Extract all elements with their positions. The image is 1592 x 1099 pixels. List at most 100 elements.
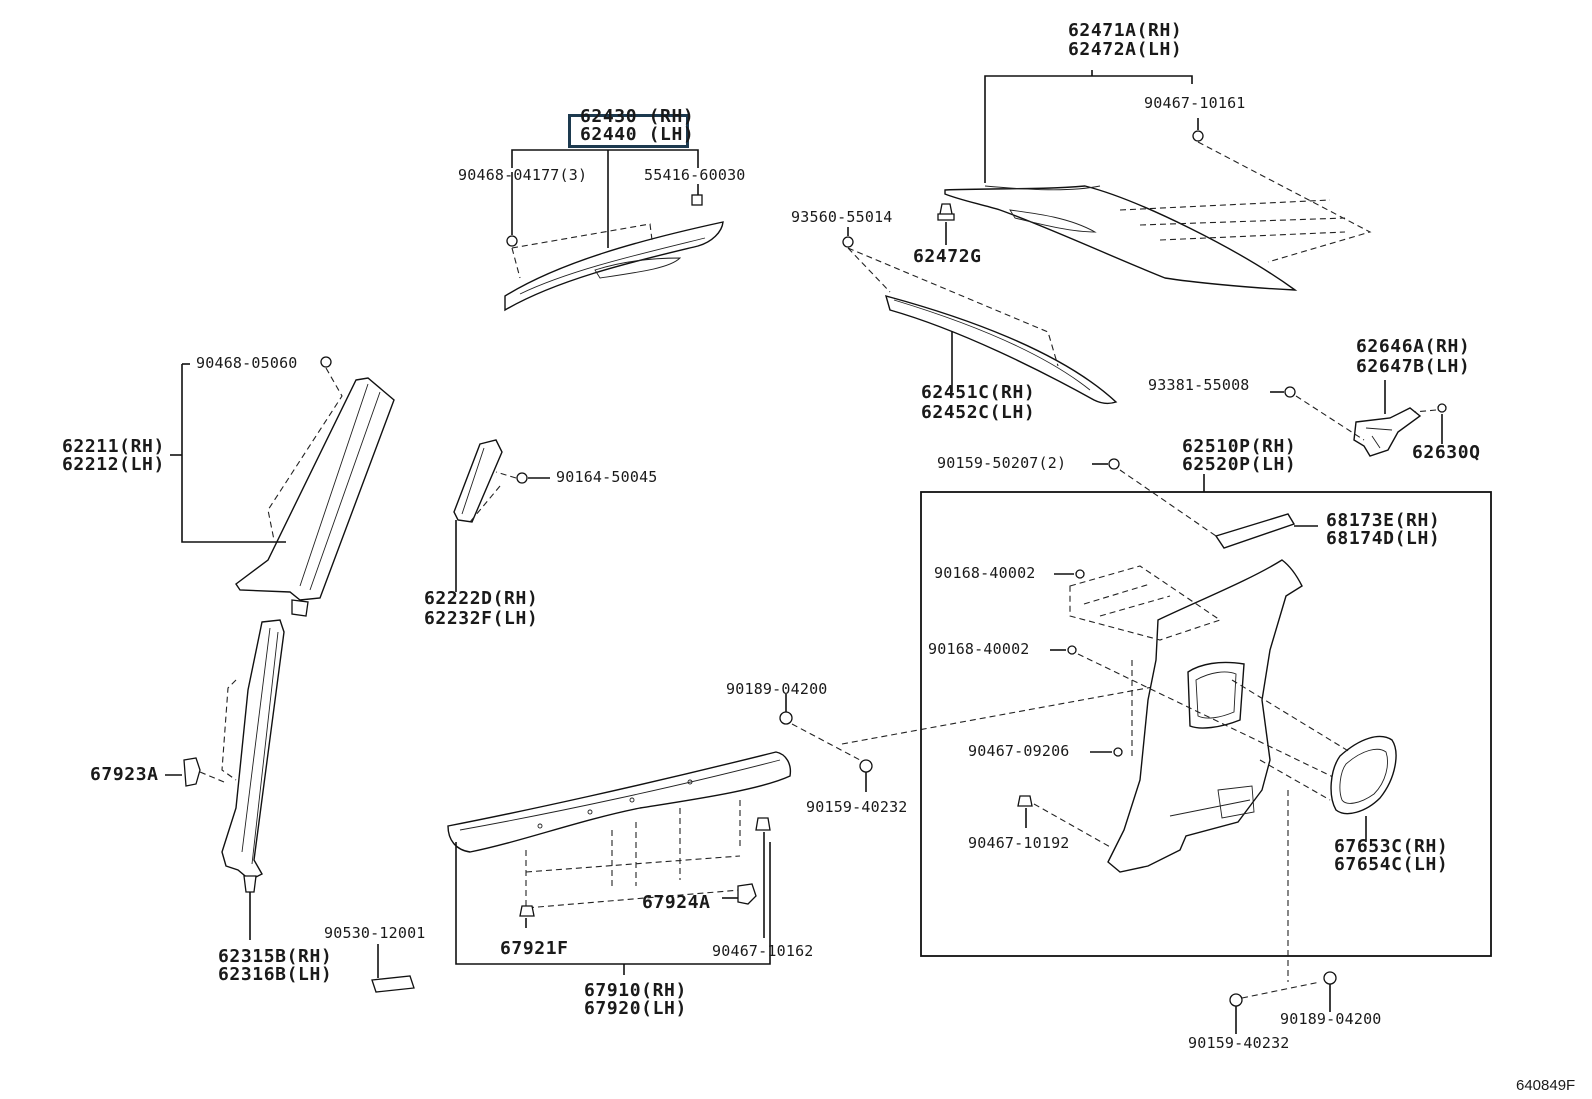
label-62451c-rh[interactable]: 62451C(RH) bbox=[921, 382, 1036, 403]
label-90168-40002-b[interactable]: 90168-40002 bbox=[928, 640, 1030, 658]
clip-62472g[interactable] bbox=[937, 203, 955, 221]
clip-90168-40002-a[interactable] bbox=[1075, 569, 1085, 579]
clip-90164-50045[interactable] bbox=[516, 472, 528, 484]
dash-bottom-right bbox=[1241, 790, 1321, 999]
label-62472g[interactable]: 62472G bbox=[913, 246, 982, 267]
part-62471a-garnish[interactable] bbox=[944, 185, 1298, 291]
dash-62430 bbox=[511, 223, 653, 279]
label-90189-04200-a[interactable]: 90189-04200 bbox=[726, 680, 828, 698]
clip-55416-60030[interactable] bbox=[691, 194, 703, 206]
clip-90168-40002-b[interactable] bbox=[1067, 645, 1077, 655]
bracket-62211 bbox=[181, 364, 286, 543]
label-90159-40232-a[interactable]: 90159-40232 bbox=[806, 798, 908, 816]
label-67924a[interactable]: 67924A bbox=[642, 892, 711, 913]
label-90467-10161[interactable]: 90467-10161 bbox=[1144, 94, 1246, 112]
label-90468-04177[interactable]: 90468-04177(3) bbox=[458, 166, 588, 184]
part-62646a-bracket[interactable] bbox=[1353, 407, 1422, 457]
label-62212-lh[interactable]: 62212(LH) bbox=[62, 454, 165, 475]
label-55416-60030[interactable]: 55416-60030 bbox=[644, 166, 746, 184]
part-67910-scuff-plate[interactable] bbox=[447, 751, 792, 853]
label-62646a-rh[interactable]: 62646A(RH) bbox=[1356, 336, 1471, 357]
part-62451c-garnish[interactable] bbox=[884, 295, 1118, 405]
label-90168-40002-a[interactable]: 90168-40002 bbox=[934, 564, 1036, 582]
label-62315b-rh[interactable]: 62315B(RH) bbox=[218, 946, 333, 967]
dash-62315b bbox=[221, 679, 237, 781]
clip-90468-04177[interactable] bbox=[506, 235, 518, 247]
bracket-67910 bbox=[455, 842, 771, 965]
label-90189-04200-b[interactable]: 90189-04200 bbox=[1280, 1010, 1382, 1028]
dash-62630q bbox=[1413, 409, 1437, 413]
clip-90159-50207[interactable] bbox=[1108, 458, 1120, 470]
highlight-box-62440 bbox=[568, 114, 689, 148]
dash-quarter-top bbox=[1069, 565, 1222, 641]
bracket-62471a bbox=[984, 75, 1193, 183]
label-62316b-lh[interactable]: 62316B(LH) bbox=[218, 964, 333, 985]
clip-93381-55008[interactable] bbox=[1284, 386, 1296, 398]
label-62510p-rh[interactable]: 62510P(RH) bbox=[1182, 436, 1297, 457]
part-67653c-grille[interactable] bbox=[1330, 735, 1397, 815]
label-67910-rh[interactable]: 67910(RH) bbox=[584, 980, 687, 1001]
label-90530-12001[interactable]: 90530-12001 bbox=[324, 924, 426, 942]
label-62232f-lh[interactable]: 62232F(LH) bbox=[424, 608, 539, 629]
clip-90467-10161[interactable] bbox=[1192, 130, 1204, 142]
label-62520p-lh[interactable]: 62520P(LH) bbox=[1182, 454, 1297, 475]
diagram-id: 640849F bbox=[1516, 1077, 1576, 1094]
clip-90159-40232-a[interactable] bbox=[859, 759, 873, 773]
label-62630q[interactable]: 62630Q bbox=[1412, 442, 1481, 463]
label-67923a[interactable]: 67923A bbox=[90, 764, 159, 785]
label-67653c-rh[interactable]: 67653C(RH) bbox=[1334, 836, 1449, 857]
part-68173e-rail[interactable] bbox=[1214, 513, 1296, 549]
part-62430-garnish[interactable] bbox=[504, 221, 724, 312]
label-67920-lh[interactable]: 67920(LH) bbox=[584, 998, 687, 1019]
part-62222d-garnish[interactable] bbox=[453, 439, 503, 523]
label-68173e-rh[interactable]: 68173E(RH) bbox=[1326, 510, 1441, 531]
clip-90467-09206[interactable] bbox=[1113, 747, 1123, 757]
label-62211-rh[interactable]: 62211(RH) bbox=[62, 436, 165, 457]
label-93381-55008[interactable]: 93381-55008 bbox=[1148, 376, 1250, 394]
clip-90467-10162[interactable] bbox=[755, 817, 771, 831]
label-90159-50207[interactable]: 90159-50207(2) bbox=[937, 454, 1067, 472]
pad-90530-12001[interactable] bbox=[371, 975, 415, 993]
label-90467-10162[interactable]: 90467-10162 bbox=[712, 942, 814, 960]
clip-93560-55014[interactable] bbox=[842, 236, 854, 248]
dash-93381 bbox=[1295, 395, 1365, 441]
label-62430-rh[interactable]: 62430 (RH) bbox=[580, 106, 695, 127]
dash-62211 bbox=[267, 367, 343, 541]
label-90467-10192[interactable]: 90467-10192 bbox=[968, 834, 1070, 852]
clip-67921f[interactable] bbox=[519, 905, 535, 917]
dash-90189-a bbox=[791, 681, 1181, 761]
part-62510p-quarter-panel[interactable] bbox=[1107, 559, 1303, 873]
clip-90189-04200-a[interactable] bbox=[779, 711, 793, 725]
clip-90189-04200-b[interactable] bbox=[1323, 971, 1337, 985]
label-67921f[interactable]: 67921F bbox=[500, 938, 569, 959]
label-93560-55014[interactable]: 93560-55014 bbox=[791, 208, 893, 226]
clip-90467-10192[interactable] bbox=[1017, 795, 1033, 807]
dash-90164 bbox=[469, 471, 517, 523]
label-90159-40232-b[interactable]: 90159-40232 bbox=[1188, 1034, 1290, 1052]
dash-90168-b bbox=[1077, 653, 1361, 791]
dash-67910 bbox=[525, 800, 741, 909]
label-62647b-lh[interactable]: 62647B(LH) bbox=[1356, 356, 1471, 377]
part-62315b-garnish[interactable] bbox=[221, 619, 285, 893]
label-90468-05060[interactable]: 90468-05060 bbox=[196, 354, 298, 372]
clip-62630q[interactable] bbox=[1437, 403, 1447, 413]
dash-67923a bbox=[199, 771, 225, 783]
label-62472a-lh[interactable]: 62472A(LH) bbox=[1068, 39, 1183, 60]
dash-62471a bbox=[1119, 141, 1372, 263]
label-62222d-rh[interactable]: 62222D(RH) bbox=[424, 588, 539, 609]
part-62211-pillar[interactable] bbox=[235, 377, 395, 617]
label-62452c-lh[interactable]: 62452C(LH) bbox=[921, 402, 1036, 423]
label-90164-50045[interactable]: 90164-50045 bbox=[556, 468, 658, 486]
clip-67923a[interactable] bbox=[183, 757, 201, 787]
label-62471a-rh[interactable]: 62471A(RH) bbox=[1068, 20, 1183, 41]
clip-90468-05060[interactable] bbox=[320, 356, 332, 368]
label-67654c-lh[interactable]: 67654C(LH) bbox=[1334, 854, 1449, 875]
label-90467-09206[interactable]: 90467-09206 bbox=[968, 742, 1070, 760]
label-68174d-lh[interactable]: 68174D(LH) bbox=[1326, 528, 1441, 549]
clip-67924a[interactable] bbox=[737, 883, 757, 905]
dash-90159-50207 bbox=[1119, 469, 1217, 537]
label-62440-lh[interactable]: 62440 (LH) bbox=[580, 124, 695, 145]
clip-90159-40232-b[interactable] bbox=[1229, 993, 1243, 1007]
